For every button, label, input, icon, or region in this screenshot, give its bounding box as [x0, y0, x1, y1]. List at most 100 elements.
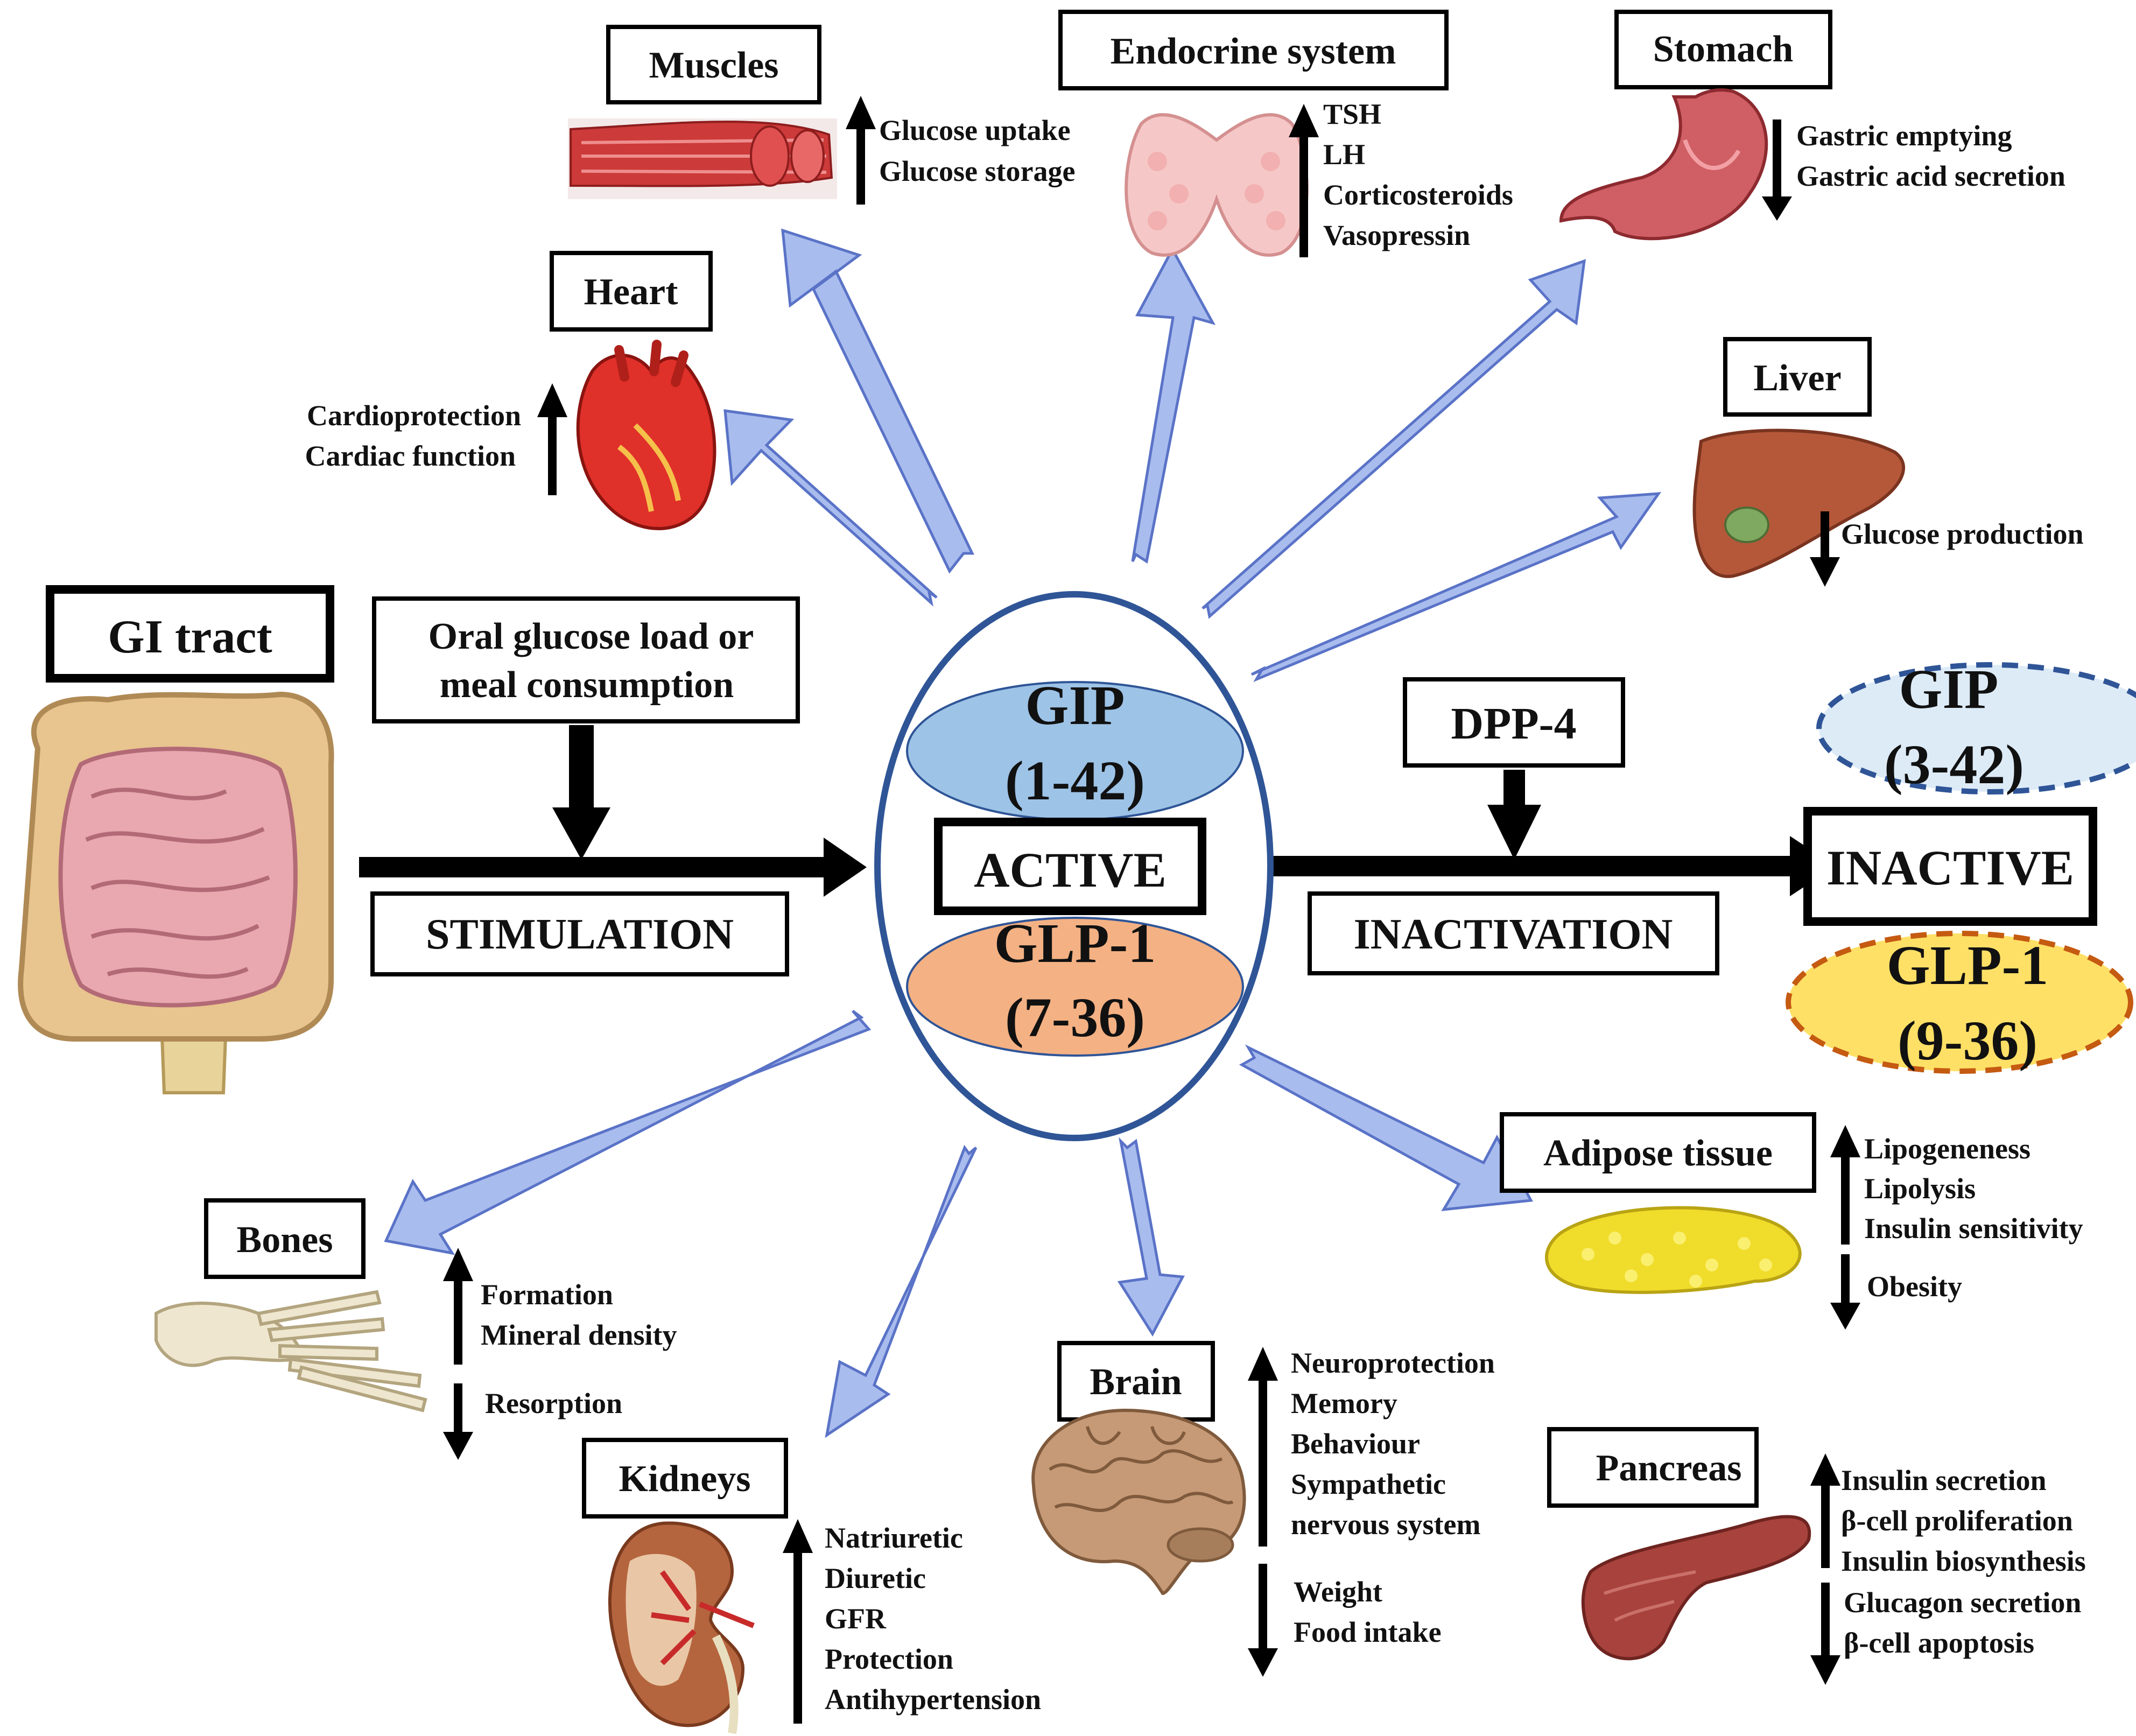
- pancreas-title-box: [1547, 1427, 1759, 1508]
- glp1-active-range: (7-36): [1005, 987, 1145, 1049]
- muscles-up-shaft: [856, 126, 865, 205]
- organ-brain: Brain Neuroprotection Memory Behaviour S…: [1031, 1341, 1495, 1677]
- endocrine-up-4: Vasopressin: [1323, 219, 1470, 251]
- gi-tract-box: [46, 585, 334, 683]
- stomach-down-2: Gastric acid secretion: [1796, 160, 2065, 192]
- kidneys-up-5: Antihypertension: [825, 1683, 1041, 1716]
- adipose-title: Adipose tissue: [1543, 1133, 1773, 1174]
- arrow-to-liver: [1250, 492, 1662, 683]
- kidney-icon: [608, 1521, 755, 1734]
- stimulation-head: [824, 838, 867, 897]
- endocrine-up-2: LH: [1323, 138, 1365, 171]
- trigger-line-2: meal consumption: [440, 664, 734, 706]
- liver-down-arrow: [1810, 557, 1840, 587]
- pancreas-up-arrow: [1810, 1453, 1840, 1486]
- gip-inactive-name: GIP: [1899, 658, 1999, 720]
- organ-stomach: Stomach Gastric emptying Gastric acid se…: [1559, 10, 2065, 241]
- arrow-to-heart: [723, 409, 938, 607]
- pancreas-title: Pancreas: [1596, 1447, 1742, 1489]
- brain-up-5: nervous system: [1291, 1508, 1480, 1541]
- bone-icon: [154, 1290, 427, 1412]
- adipose-down-arrow: [1830, 1303, 1860, 1330]
- trigger-box: [372, 596, 800, 723]
- intestine-icon: [18, 691, 334, 1094]
- stomach-down-arrow: [1762, 196, 1792, 221]
- thyroid-icon: [1125, 113, 1309, 257]
- liver-title: Liver: [1753, 357, 1841, 399]
- stomach-icon: [1559, 88, 1768, 241]
- gip-active-range: (1-42): [1005, 750, 1145, 812]
- organ-adipose: Adipose tissue Lipogeneness Lipolysis In…: [1500, 1112, 2083, 1330]
- arrow-to-endocrine: [1131, 246, 1216, 564]
- enzyme-head: [1487, 805, 1541, 860]
- stomach-down-shaft: [1773, 120, 1781, 200]
- adipose-up-arrow: [1830, 1125, 1860, 1157]
- glp1-inactive-range: (9-36): [1898, 1010, 2037, 1072]
- inactive-box: [1803, 807, 2097, 926]
- inactivation-section: DPP-4 INACTIVATION GIP (3-42) GLP-1 (9-3…: [1308, 658, 2136, 1074]
- gip-inactive-range: (3-42): [1884, 734, 2024, 796]
- heart-up-arrow: [537, 383, 567, 417]
- brain-down-1: Weight: [1294, 1576, 1382, 1608]
- brain-down-2: Food intake: [1294, 1616, 1442, 1648]
- main-flow-arrows: [359, 725, 1836, 897]
- kidneys-up-4: Protection: [825, 1643, 953, 1675]
- muscles-up-1: Glucose uptake: [879, 114, 1071, 146]
- glp1-active-ellipse: [906, 917, 1244, 1057]
- pancreas-down-1: Glucagon secretion: [1844, 1586, 2081, 1619]
- organ-bones: Bones Formation Mineral density Resorpti…: [154, 1198, 677, 1460]
- glp1-inactive-ellipse: [1786, 931, 2133, 1074]
- kidneys-title-box: [582, 1438, 788, 1519]
- muscles-up-2: Glucose storage: [879, 155, 1075, 187]
- adipose-title-box: [1500, 1112, 1816, 1193]
- glp1-active-name: GLP-1: [994, 912, 1156, 974]
- kidneys-up-2: Diuretic: [825, 1562, 926, 1594]
- organ-pancreas: Pancreas Insulin secretion β-cell prolif…: [1547, 1427, 2086, 1685]
- stomach-title-box: [1614, 10, 1832, 89]
- stimulation-box: [370, 891, 789, 976]
- kidneys-up-3: GFR: [825, 1603, 887, 1635]
- kidneys-up-shaft: [793, 1550, 802, 1724]
- muscles-title: Muscles: [649, 45, 778, 86]
- bones-down-arrow: [443, 1432, 473, 1460]
- inactive-label: INACTIVE: [1826, 840, 2074, 895]
- heart-title-box: [550, 251, 713, 332]
- pancreas-down-arrow: [1810, 1655, 1840, 1685]
- brain-title-box: [1057, 1341, 1215, 1422]
- enzyme-label: DPP-4: [1451, 699, 1576, 749]
- inactivation-box: [1308, 891, 1719, 975]
- bones-up-1: Formation: [481, 1278, 613, 1311]
- trigger-line-1: Oral glucose load or: [428, 616, 754, 657]
- enzyme-box: [1403, 677, 1625, 768]
- adipose-down-shaft: [1841, 1254, 1850, 1305]
- active-label: ACTIVE: [974, 842, 1167, 897]
- bones-up-2: Mineral density: [481, 1319, 677, 1351]
- stomach-down-1: Gastric emptying: [1796, 120, 2012, 152]
- pancreas-up-1: Insulin secretion: [1841, 1464, 2047, 1496]
- brain-icon: [1031, 1408, 1246, 1596]
- pancreas-down-2: β-cell apoptosis: [1844, 1627, 2034, 1659]
- gi-tract-section: GI tract Oral glucose load or meal consu…: [18, 585, 800, 1094]
- brain-down-shaft: [1259, 1564, 1267, 1651]
- trigger-head: [552, 807, 610, 860]
- brain-up-arrow: [1248, 1347, 1278, 1381]
- adipose-down-1: Obesity: [1867, 1270, 1962, 1303]
- kidneys-up-arrow: [783, 1519, 813, 1553]
- glp1-inactive-name: GLP-1: [1887, 934, 2048, 996]
- brain-up-2: Memory: [1291, 1387, 1397, 1419]
- heart-up-shaft: [548, 414, 557, 495]
- bones-title-box: [204, 1198, 366, 1279]
- endocrine-up-shaft: [1299, 135, 1308, 257]
- adipose-up-2: Lipolysis: [1864, 1172, 1976, 1205]
- organ-liver: Liver Glucose production: [1692, 337, 2084, 587]
- bones-up-shaft: [454, 1278, 462, 1365]
- heart-up-1: Cardioprotection: [307, 399, 521, 432]
- enzyme-shaft: [1503, 770, 1525, 807]
- brain-up-4: Sympathetic: [1291, 1468, 1446, 1500]
- endocrine-up-arrow: [1289, 104, 1319, 137]
- heart-icon: [576, 340, 716, 531]
- adipose-up-shaft: [1841, 1157, 1850, 1245]
- bones-down-shaft: [454, 1383, 462, 1435]
- arrow-to-kidneys: [825, 1144, 978, 1438]
